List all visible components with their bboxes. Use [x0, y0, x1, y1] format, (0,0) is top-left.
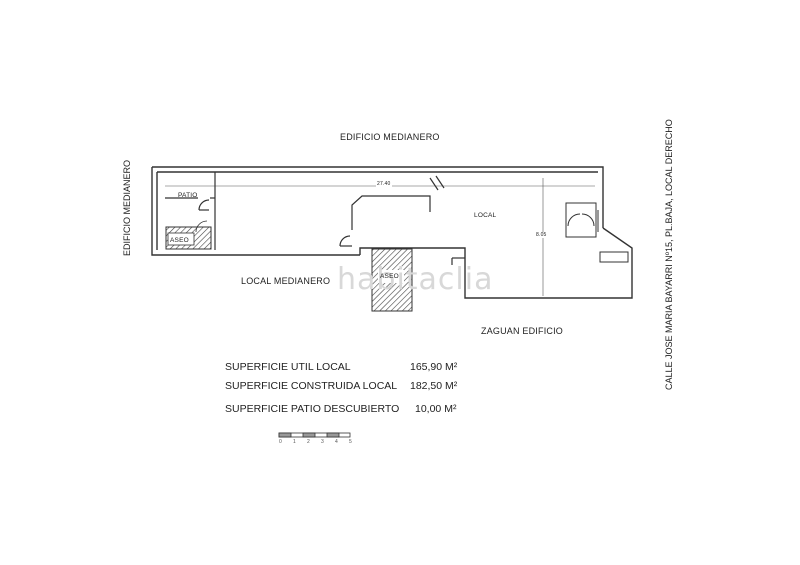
scale-tick: 4 [335, 439, 338, 445]
scale-bar [278, 432, 351, 438]
scale-tick: 1 [293, 439, 296, 445]
dimension-length-label: 27.40 [376, 181, 392, 187]
scale-tick: 0 [279, 439, 282, 445]
street-address-label: CALLE JOSE MARIA BAYARRI Nº15, PL.BAJA, … [664, 119, 674, 390]
area-row-construida: SUPERFICIE CONSTRUIDA LOCAL 182,50 M² [225, 380, 457, 392]
entrance-doors [565, 202, 629, 263]
room-label-local: LOCAL [474, 212, 497, 219]
area-label: SUPERFICIE UTIL LOCAL [225, 361, 351, 373]
area-value: 10,00 M² [415, 403, 457, 415]
scale-tick: 5 [349, 439, 352, 445]
watermark-logo: habitaclia [337, 262, 494, 297]
bottom-neighbor-label: LOCAL MEDIANERO [241, 276, 331, 286]
room-label-patio: PATIO [178, 192, 198, 199]
area-value: 165,90 M² [410, 361, 458, 373]
area-label: SUPERFICIE CONSTRUIDA LOCAL [225, 380, 398, 392]
interior-partitions [339, 175, 445, 247]
scale-tick: 2 [307, 439, 310, 445]
outer-walls [151, 166, 633, 299]
top-neighbor-label: EDIFICIO MEDIANERO [340, 132, 440, 142]
patio-walls [165, 172, 216, 250]
area-label: SUPERFICIE PATIO DESCUBIERTO [225, 403, 400, 415]
room-label-aseo-center: ASEO [380, 273, 399, 280]
area-value: 182,50 M² [410, 380, 458, 392]
entrance-label: ZAGUAN EDIFICIO [481, 326, 564, 336]
dimension-width-label: 8.05 [536, 232, 547, 238]
room-label-aseo-left: ASEO [170, 237, 189, 244]
area-row-patio: SUPERFICIE PATIO DESCUBIERTO 10,00 M² [225, 403, 456, 415]
area-row-util: SUPERFICIE UTIL LOCAL 165,90 M² [225, 361, 457, 373]
scale-tick: 3 [321, 439, 324, 445]
left-neighbor-label: EDIFICIO MEDIANERO [122, 159, 132, 256]
